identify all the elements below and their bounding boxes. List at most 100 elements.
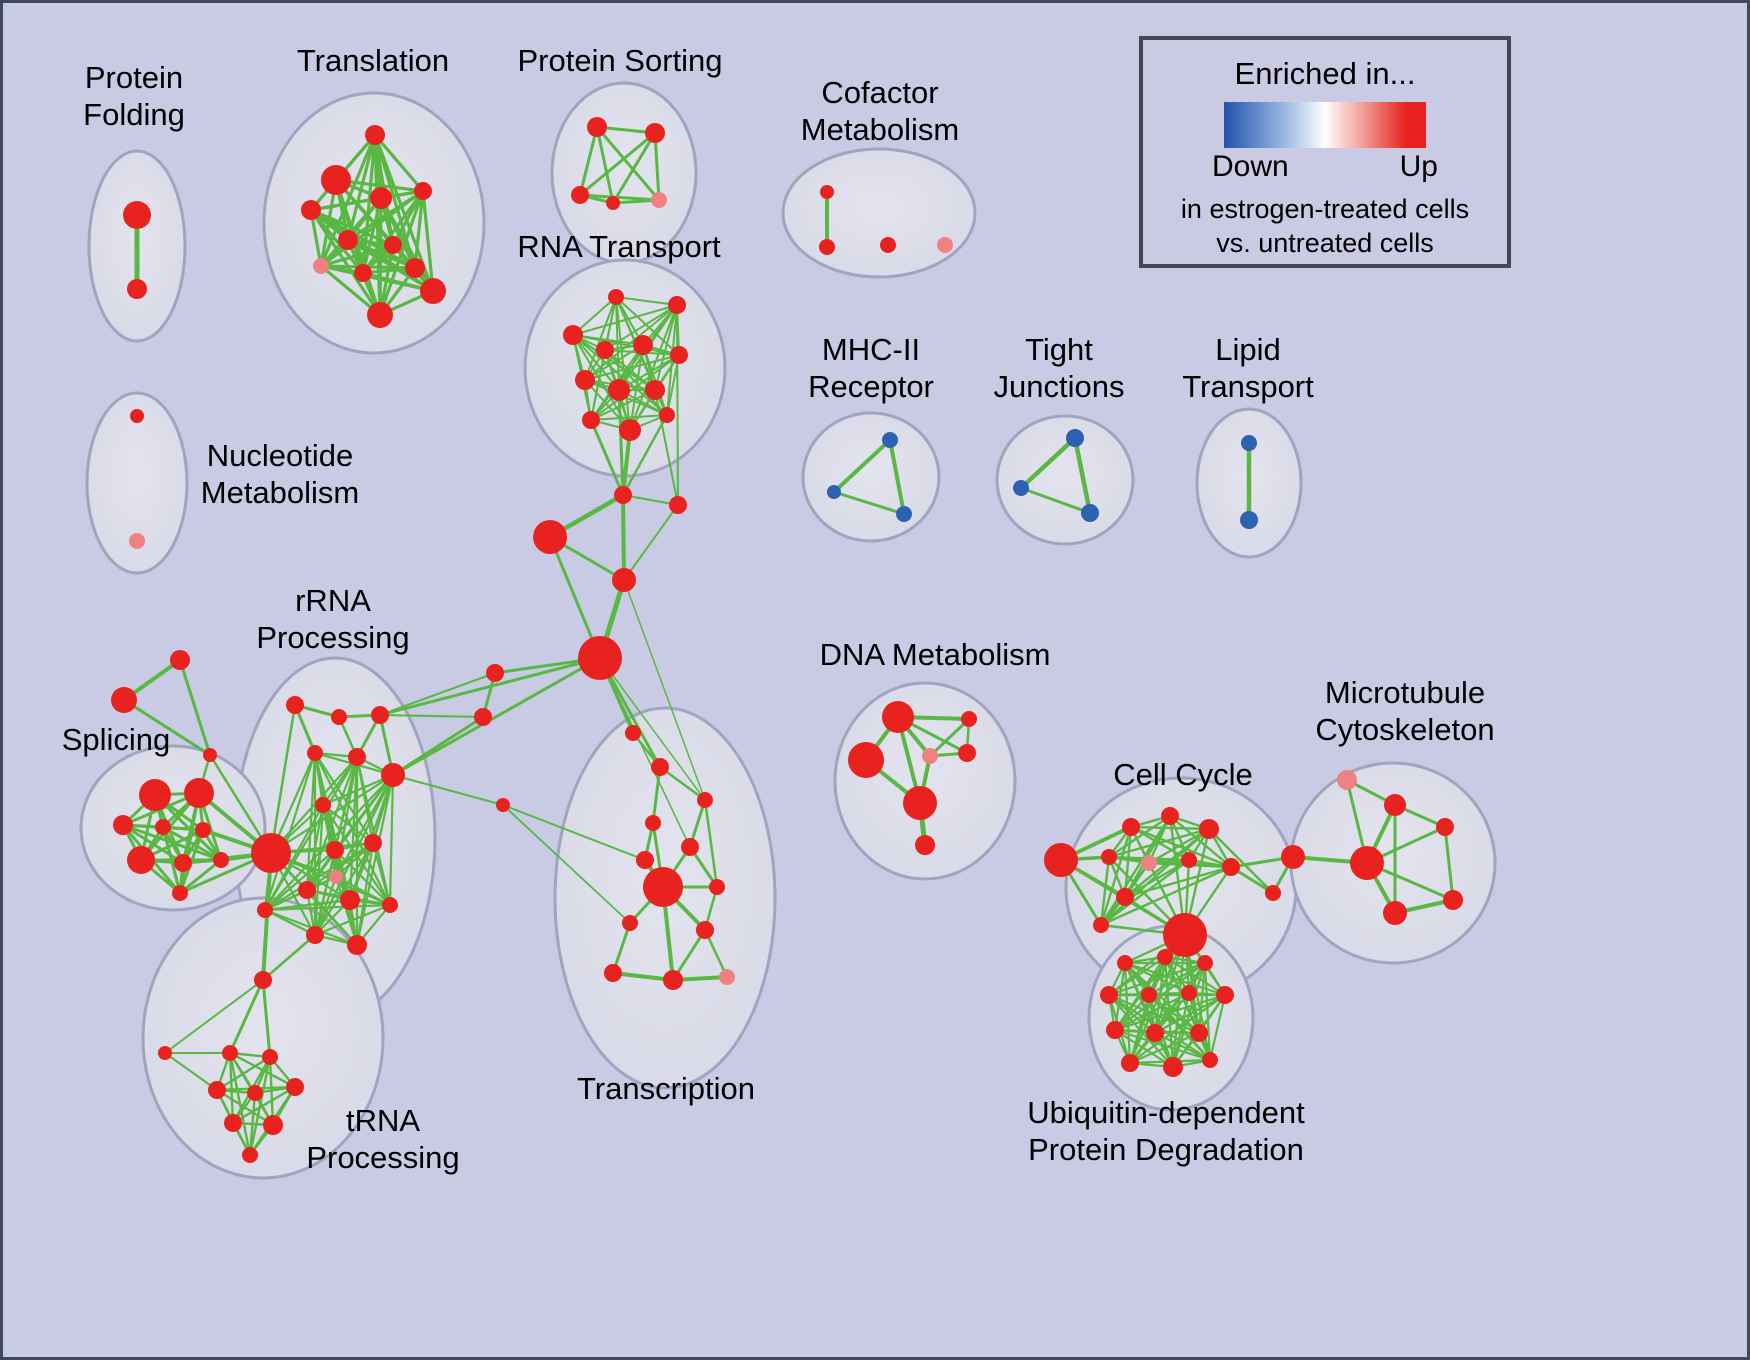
node-rr9p[interactable]	[329, 870, 343, 884]
node-ub11[interactable]	[1121, 1054, 1139, 1072]
node-sp8[interactable]	[213, 852, 229, 868]
node-tl1[interactable]	[365, 125, 385, 145]
node-ps2[interactable]	[645, 123, 665, 143]
node-dm6[interactable]	[903, 786, 937, 820]
node-tc13[interactable]	[719, 969, 735, 985]
node-pf1[interactable]	[123, 201, 151, 229]
node-mc6[interactable]	[1443, 890, 1463, 910]
node-tc4[interactable]	[645, 815, 661, 831]
node-ub10[interactable]	[1190, 1024, 1208, 1042]
node-dm5[interactable]	[958, 744, 976, 762]
node-rt11[interactable]	[619, 419, 641, 441]
node-tr6[interactable]	[247, 1085, 263, 1101]
node-rt7[interactable]	[575, 370, 595, 390]
node-rr13[interactable]	[382, 897, 398, 913]
node-lt2[interactable]	[1240, 511, 1258, 529]
node-tl10[interactable]	[405, 258, 425, 278]
node-cc6[interactable]	[1141, 855, 1157, 871]
node-ps3[interactable]	[571, 186, 589, 204]
node-tr5[interactable]	[208, 1081, 226, 1099]
node-x2[interactable]	[111, 687, 137, 713]
node-lt1[interactable]	[1241, 435, 1257, 451]
node-tr8[interactable]	[224, 1114, 242, 1132]
node-x3[interactable]	[203, 748, 217, 762]
node-rr15[interactable]	[347, 935, 367, 955]
node-sp7[interactable]	[174, 854, 192, 872]
node-ic8[interactable]	[496, 798, 510, 812]
node-tj2[interactable]	[1013, 480, 1029, 496]
node-tr1[interactable]	[254, 971, 272, 989]
node-ps4[interactable]	[606, 196, 620, 210]
node-mc2[interactable]	[1384, 794, 1406, 816]
node-x1[interactable]	[170, 650, 190, 670]
node-tc3[interactable]	[697, 792, 713, 808]
node-tr7[interactable]	[286, 1078, 304, 1096]
node-rt10[interactable]	[582, 411, 600, 429]
node-tl9[interactable]	[354, 264, 372, 282]
node-ub7[interactable]	[1216, 986, 1234, 1004]
node-ub13[interactable]	[1202, 1052, 1218, 1068]
node-cc7[interactable]	[1181, 852, 1197, 868]
node-ub3[interactable]	[1197, 955, 1213, 971]
node-cc8[interactable]	[1222, 858, 1240, 876]
node-tr10[interactable]	[242, 1147, 258, 1163]
node-rt9[interactable]	[645, 380, 665, 400]
node-rt3[interactable]	[563, 325, 583, 345]
node-mh1[interactable]	[882, 432, 898, 448]
node-cc2[interactable]	[1122, 818, 1140, 836]
node-cf1[interactable]	[820, 185, 834, 199]
node-tl8[interactable]	[313, 258, 329, 274]
node-tj1[interactable]	[1066, 429, 1084, 447]
node-tl2[interactable]	[321, 165, 351, 195]
node-rr1[interactable]	[286, 696, 304, 714]
node-mc4[interactable]	[1350, 846, 1384, 880]
node-ub2[interactable]	[1157, 949, 1173, 965]
node-dm2[interactable]	[961, 711, 977, 727]
node-rr7[interactable]	[251, 833, 291, 873]
node-ub5[interactable]	[1141, 987, 1157, 1003]
node-ic6[interactable]	[486, 664, 504, 682]
node-rr2[interactable]	[331, 709, 347, 725]
node-cc11[interactable]	[1265, 885, 1281, 901]
node-tc6[interactable]	[636, 851, 654, 869]
node-cc12[interactable]	[1093, 917, 1109, 933]
node-ub1[interactable]	[1117, 955, 1133, 971]
node-ps1[interactable]	[587, 117, 607, 137]
node-ub12[interactable]	[1163, 1057, 1183, 1077]
node-rr6[interactable]	[381, 763, 405, 787]
node-tc11[interactable]	[604, 964, 622, 982]
node-ub9[interactable]	[1146, 1024, 1164, 1042]
node-rr14[interactable]	[306, 926, 324, 944]
node-tc10[interactable]	[696, 921, 714, 939]
node-tl11[interactable]	[420, 278, 446, 304]
node-sp2[interactable]	[184, 778, 214, 808]
node-sp3[interactable]	[113, 815, 133, 835]
node-tc2[interactable]	[651, 758, 669, 776]
node-nm1[interactable]	[130, 409, 144, 423]
node-tr9[interactable]	[263, 1115, 283, 1135]
node-dm1[interactable]	[882, 701, 914, 733]
node-mc5[interactable]	[1436, 818, 1454, 836]
node-tl7[interactable]	[384, 236, 402, 254]
node-sp5[interactable]	[195, 822, 211, 838]
node-mc3[interactable]	[1281, 845, 1305, 869]
node-mh3[interactable]	[896, 506, 912, 522]
node-mc7[interactable]	[1383, 901, 1407, 925]
node-ic3[interactable]	[612, 568, 636, 592]
node-cc4[interactable]	[1199, 819, 1219, 839]
node-ic1[interactable]	[614, 486, 632, 504]
node-tl4[interactable]	[370, 187, 392, 209]
node-rr16[interactable]	[257, 902, 273, 918]
node-tl6[interactable]	[338, 230, 358, 250]
node-mc1[interactable]	[1337, 770, 1357, 790]
node-sp4[interactable]	[155, 819, 171, 835]
node-mh2[interactable]	[827, 485, 841, 499]
node-rt8[interactable]	[608, 379, 630, 401]
node-sp9[interactable]	[172, 885, 188, 901]
node-sp1[interactable]	[139, 779, 171, 811]
node-rt4[interactable]	[596, 341, 614, 359]
node-ic2[interactable]	[533, 520, 567, 554]
node-tl12[interactable]	[367, 302, 393, 328]
node-rt1[interactable]	[608, 289, 624, 305]
node-rt2[interactable]	[668, 296, 686, 314]
